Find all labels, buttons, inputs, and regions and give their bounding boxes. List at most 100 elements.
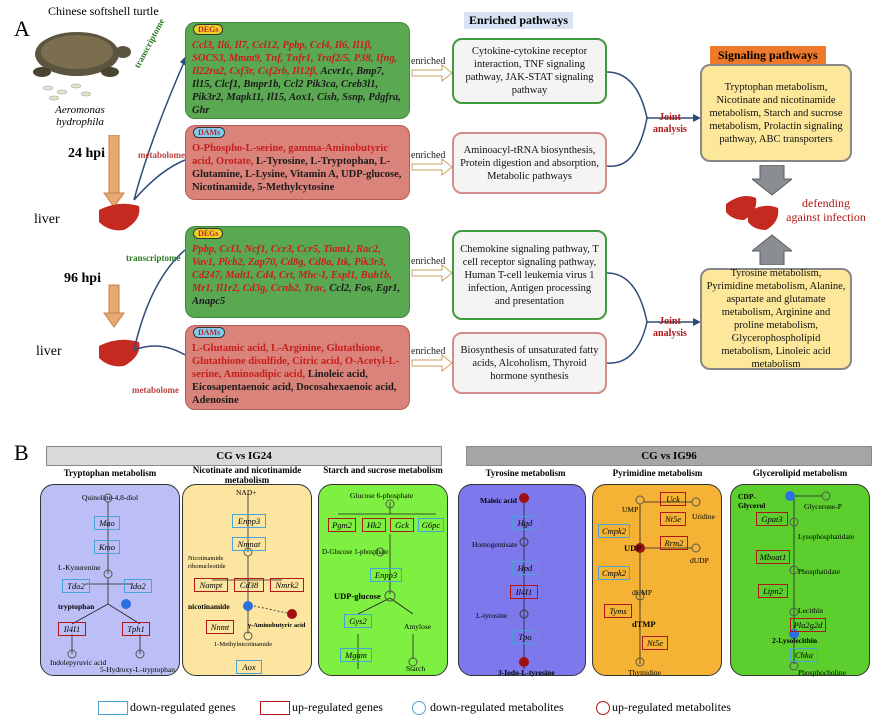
signaling-pathways-title: Signaling pathways bbox=[710, 46, 826, 65]
met-gaba: γ-Aminobutyric acid bbox=[248, 622, 306, 629]
timepoint-24: 24 hpi bbox=[68, 146, 105, 161]
met-2-lysolecithin: 2-Lysolecithin bbox=[772, 636, 818, 645]
met-iodotyrosine: 3-Iodo-L-tyrosine bbox=[498, 668, 555, 677]
gene-enpp3-starch: Enpp3 bbox=[370, 568, 402, 582]
pathogen-label: Aeromonas hydrophila bbox=[55, 104, 105, 128]
deg-badge-96: DEGs bbox=[193, 228, 224, 239]
enriched-arrows bbox=[411, 63, 453, 373]
gene-enpp3-nic: Enpp3 bbox=[232, 514, 266, 528]
gene-tdo2: Tdo2 bbox=[62, 579, 90, 593]
liver-icon-24 bbox=[99, 203, 140, 231]
gene-mboat1: Mboat1 bbox=[756, 550, 790, 564]
met-amylose: Amylose bbox=[404, 622, 432, 631]
title-pyrimidine: Pyrimidine metabolism bbox=[612, 468, 703, 478]
deg24-down-genes: Acvr1c, Bmp7, Il15, Clcf1, Bmpr1b, Ccl2 … bbox=[192, 66, 401, 116]
met-dg1p: D-Glucose 1-phosphate bbox=[322, 548, 389, 556]
signaling-box-96: Tyrosine metabolism, Pyrimidine metaboli… bbox=[700, 268, 852, 370]
gene-hpd: Hpd bbox=[512, 561, 538, 575]
organism-label: Chinese softshell turtle bbox=[48, 4, 159, 18]
gene-nmnat: Nmnat bbox=[232, 537, 266, 551]
met-cdp-glycerol: CDP-Glycerol bbox=[738, 492, 766, 510]
tryptophan-pathway-box bbox=[40, 484, 180, 676]
joint-brackets bbox=[607, 71, 701, 364]
defending-livers-icon bbox=[726, 196, 779, 230]
gene-nampt: Nampt bbox=[194, 578, 228, 592]
met-nicotinamide: nicotinamide bbox=[188, 602, 230, 611]
title-glycerolipid: Glycerolipid metabolism bbox=[752, 468, 848, 478]
defending-label: defending against infection bbox=[786, 196, 866, 224]
deg-badge-24: DEGs bbox=[193, 24, 224, 35]
joint-analysis-label-2: Joint analysis bbox=[653, 316, 687, 339]
liver-icon-96 bbox=[99, 339, 140, 367]
met-phosphatidate: Phosphatidate bbox=[798, 567, 841, 576]
gene-mgam: Mgam bbox=[340, 648, 372, 662]
gene-uck: Uck bbox=[660, 492, 686, 506]
branch-lines bbox=[133, 54, 188, 356]
deg-box-96: Ppbp, Ccl3, Ncf1, Ccr3, Ccr5, Tiam1, Rac… bbox=[185, 226, 410, 318]
legend-up-met-swatch bbox=[596, 701, 610, 715]
met-phosphocholine: Phosphocholine bbox=[798, 668, 846, 677]
met-udp-glucose: UDP-glucose bbox=[334, 591, 381, 601]
enriched-label-3: enriched bbox=[411, 256, 446, 267]
gene-nt5e: Nt5e bbox=[660, 512, 686, 526]
dam-badge-24: DAMs bbox=[193, 127, 226, 138]
dam96-down: Linoleic acid, Eicosapentaenoic acid, Do… bbox=[192, 369, 397, 406]
tyrosine-edges bbox=[519, 493, 529, 669]
panel-a-letter: A bbox=[14, 16, 30, 41]
convergence-arrows bbox=[752, 165, 792, 265]
legend-down-gene-swatch bbox=[98, 701, 128, 715]
panel-b-letter: B bbox=[14, 440, 29, 465]
gene-gys2: Gys2 bbox=[344, 614, 372, 628]
met-ump: UMP bbox=[622, 505, 639, 514]
met-glycerone-p: Glycerone-P bbox=[804, 502, 842, 511]
met-dump: dUMP bbox=[632, 588, 653, 597]
bacteria-illustration bbox=[42, 83, 92, 101]
timeline-arrows bbox=[103, 135, 125, 328]
gene-pla2g2d: Pla2g2d bbox=[790, 618, 826, 632]
header-ig24: CG vs IG24 bbox=[46, 446, 442, 466]
legend-down-metabolites: down-regulated metabolites bbox=[430, 700, 564, 714]
glycerolipid-edges bbox=[785, 491, 831, 671]
legend-down-genes: down-regulated genes bbox=[130, 700, 236, 714]
gene-nt5e-2: Nt5e bbox=[642, 636, 668, 650]
gene-il4i1-tyr: Il4I1 bbox=[510, 585, 538, 599]
pyrimidine-edges bbox=[635, 495, 701, 667]
glycerolipid-pathway-box bbox=[730, 484, 870, 676]
title-tyrosine: Tyrosine metabolism bbox=[485, 468, 566, 478]
enriched-pathway-box-2: Aminoacyl-tRNA biosynthesis, Protein dig… bbox=[452, 132, 607, 194]
tryptophan-edges bbox=[67, 493, 145, 659]
gene-tph1: Tph1 bbox=[122, 622, 150, 636]
deg24-up-genes: Ccl3, Il6, Il7, Ccl12, Ppbp, Ccl4, Il6, … bbox=[192, 40, 398, 77]
title-starch: Starch and sucrose metabolism bbox=[323, 465, 443, 475]
dam24-down: L-Tyrosine, L-Tryptophan, L-Glutamine, L… bbox=[192, 156, 402, 193]
met-quinoline: Quinoline-4,8-diol bbox=[82, 493, 139, 502]
met-dtmp: dTMP bbox=[632, 619, 656, 629]
gene-ido2: Ido2 bbox=[124, 579, 152, 593]
gene-cmpk2-a: Cmpk2 bbox=[598, 524, 630, 538]
enriched-label-2: enriched bbox=[411, 150, 446, 161]
gene-pgm2: Pgm2 bbox=[328, 518, 356, 532]
met-1-methylnicotinamide: 1-Methylnicotinamide bbox=[214, 641, 273, 648]
enriched-pathway-box-1: Cytokine-cytokine receptor interaction, … bbox=[452, 38, 607, 104]
turtle-illustration bbox=[33, 32, 131, 77]
dam24-up: O-Phospho-L-serine, gamma-Aminobutyric a… bbox=[192, 143, 388, 167]
legend-down-met-swatch bbox=[412, 701, 426, 715]
met-l-kynurenine: L-Kynurenine bbox=[58, 563, 101, 572]
enriched-pathway-box-3: Chemokine signaling pathway, T cell rece… bbox=[452, 230, 607, 320]
gene-mao: Mao bbox=[94, 516, 120, 530]
deg96-down-genes: Ccl2, Fos, Egr1, Anapc5 bbox=[192, 283, 401, 307]
gene-nmrk2: Nmrk2 bbox=[270, 578, 304, 592]
gene-aox: Aox bbox=[236, 660, 262, 674]
met-maleic: Maleic acid bbox=[480, 496, 517, 505]
met-dudp: dUDP bbox=[690, 556, 709, 565]
enriched-pathway-box-4: Biosynthesis of unsaturated fatty acids,… bbox=[452, 332, 607, 394]
gene-gpat3: Gpat3 bbox=[756, 512, 788, 526]
gene-tpo: Tpo bbox=[512, 630, 538, 644]
title-tryptophan: Tryptophan metabolism bbox=[63, 468, 157, 478]
signaling-box-24: Tryptophan metabolism, Nicotinate and ni… bbox=[700, 64, 852, 162]
header-ig96-text: CG vs IG96 bbox=[641, 450, 697, 462]
met-5htp: 5-Hydroxy-L-tryptophan bbox=[100, 665, 175, 674]
dam-badge-96: DAMs bbox=[193, 327, 226, 338]
legend-up-gene-swatch bbox=[260, 701, 290, 715]
nicotinate-edges bbox=[212, 494, 297, 641]
